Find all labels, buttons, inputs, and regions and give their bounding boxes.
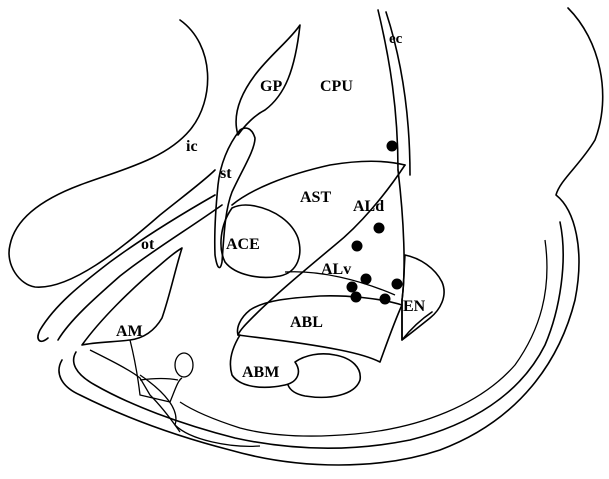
lower-compartment [130,340,182,402]
label-ald: ALd [353,198,384,215]
label-gp: GP [260,78,282,95]
label-ot: ot [141,236,155,253]
marker-dot [352,241,363,252]
small-oval [175,353,193,377]
label-st: st [220,165,232,182]
label-cpu: CPU [320,78,353,95]
label-alv: ALv [321,261,351,278]
label-ec: ec [389,31,403,47]
marker-dot [361,274,372,285]
inner-band [180,240,547,436]
marker-dot [351,292,362,303]
label-abl: ABL [290,314,323,331]
optic-tract-upper [38,195,215,341]
marker-dot [374,223,385,234]
label-ace: ACE [226,236,260,253]
label-am: AM [116,323,143,340]
marker-dot [392,279,403,290]
inner-band-2 [140,375,260,446]
lower-compartment-2 [140,379,178,381]
label-ic: ic [186,138,198,155]
marker-dot [380,294,391,305]
label-en: EN [403,298,426,315]
internal-capsule-contour [9,20,215,287]
label-ast: AST [300,189,331,206]
marker-group [347,141,403,305]
marker-dot [347,282,358,293]
marker-dot [387,141,398,152]
label-abm: ABM [242,364,279,381]
